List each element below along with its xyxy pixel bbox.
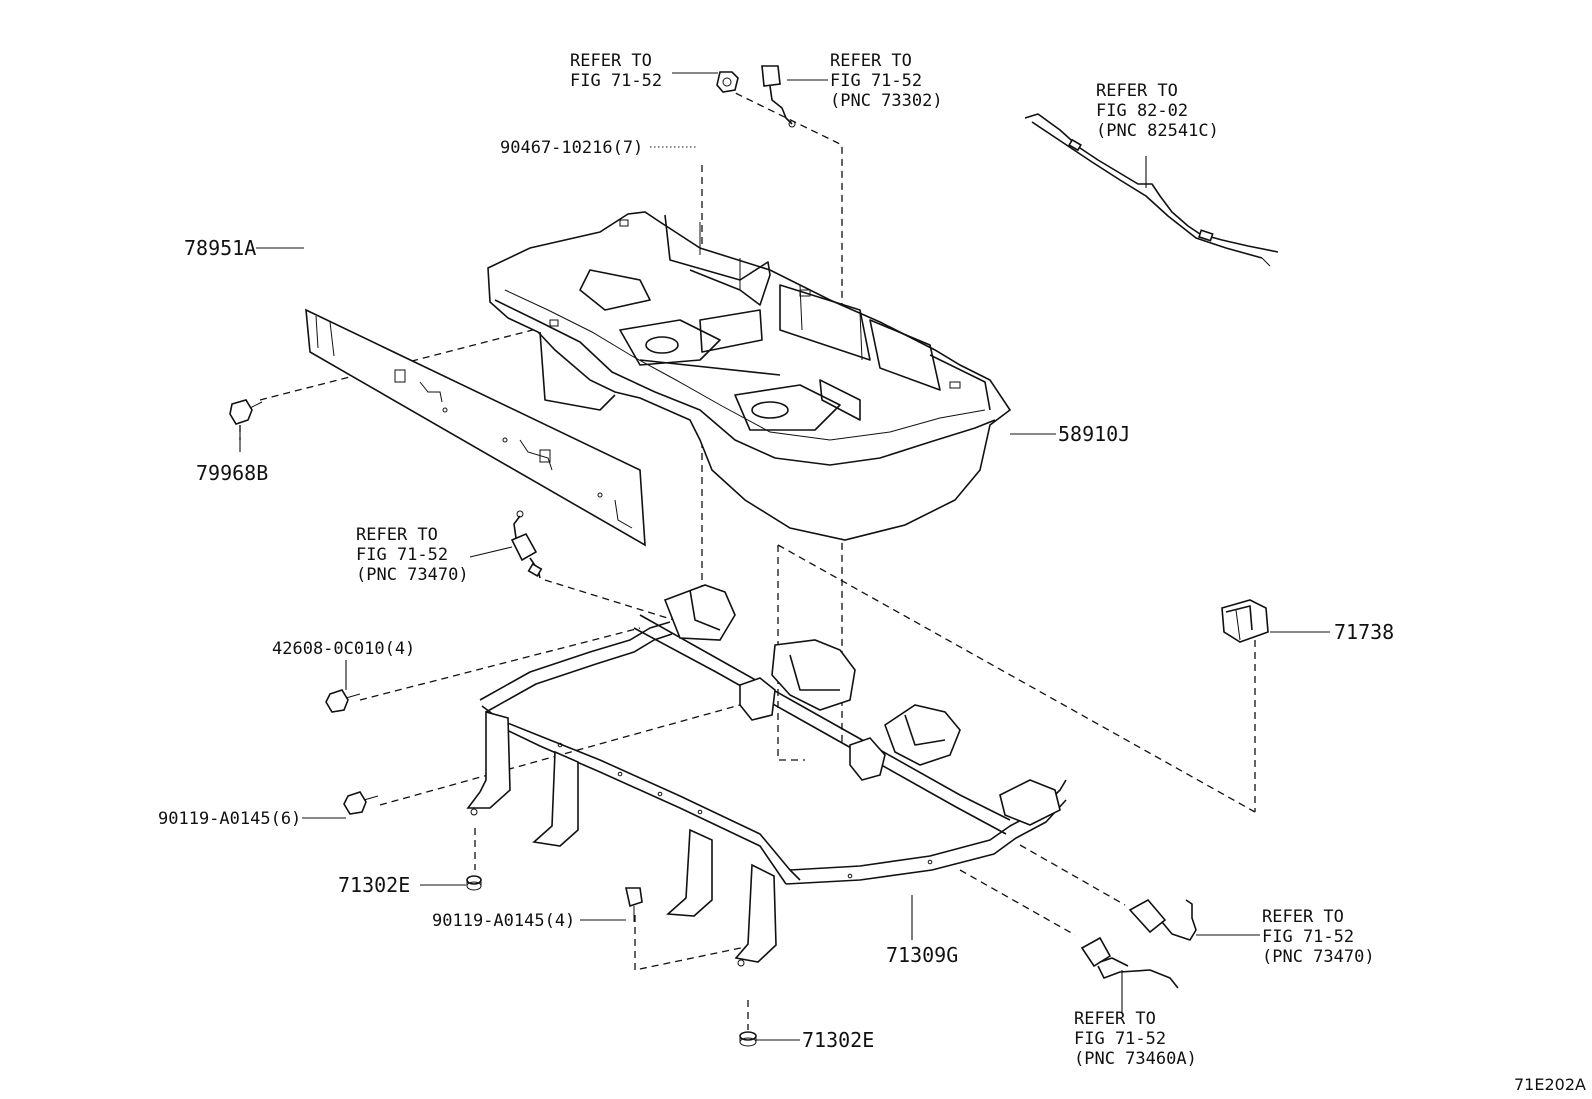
callout-line: FIG 71-52 [1262, 927, 1354, 947]
callout-line: REFER TO [1074, 1009, 1156, 1029]
callout-refer-top-mid: REFER TO FIG 71-52 (PNC 73302) [830, 51, 943, 111]
bolt-90119-4 [625, 887, 643, 922]
sensor-73302 [761, 65, 796, 128]
callout-line: REFER TO [830, 51, 912, 71]
label-78951a: 78951A [184, 236, 256, 260]
label-90467: 90467-10216(7) [500, 138, 643, 158]
callout-refer-top-right: REFER TO FIG 82-02 (PNC 82541C) [1096, 81, 1219, 141]
callout-line: FIG 71-52 [1074, 1029, 1166, 1049]
callout-line: REFER TO [570, 51, 652, 71]
callout-line: REFER TO [356, 525, 438, 545]
callout-line: (PNC 73460A) [1074, 1049, 1197, 1069]
label-90119-6: 90119-A0145(6) [158, 809, 301, 829]
callout-line: FIG 71-52 [570, 71, 662, 91]
tray-58910j [487, 211, 1012, 541]
label-79968b: 79968B [196, 461, 268, 485]
callout-line: REFER TO [1096, 81, 1178, 101]
grommet-71302e-b [739, 1031, 757, 1047]
callout-refer-bot-right-2: REFER TO FIG 71-52 (PNC 73460A) [1074, 1009, 1197, 1069]
label-71302e-b: 71302E [802, 1028, 874, 1052]
label-71309g: 71309G [886, 943, 958, 967]
connector-73470-left [510, 510, 543, 579]
wire-harness-82541c [1024, 113, 1279, 267]
callout-line: FIG 71-52 [830, 71, 922, 91]
cover-78951a [305, 308, 646, 547]
callout-refer-mid-left: REFER TO FIG 71-52 (PNC 73470) [356, 525, 469, 585]
callout-line: (PNC 73470) [356, 565, 469, 585]
callout-line: (PNC 73470) [1262, 947, 1375, 967]
leader-lines [239, 72, 1330, 1041]
cap-71738 [1221, 599, 1269, 643]
label-58910j: 58910J [1058, 422, 1130, 446]
connector-73470-right [1128, 898, 1197, 941]
callout-refer-bot-right-1: REFER TO FIG 71-52 (PNC 73470) [1262, 907, 1375, 967]
callout-line: FIG 71-52 [356, 545, 448, 565]
connector-73460a [1080, 936, 1179, 989]
label-71738: 71738 [1334, 620, 1394, 644]
callout-line: (PNC 73302) [830, 91, 943, 111]
label-90119-4: 90119-A0145(4) [432, 911, 575, 931]
bolt-90119-6 [343, 791, 379, 815]
callout-refer-top-left: REFER TO FIG 71-52 [570, 51, 662, 91]
callout-line: FIG 82-02 [1096, 101, 1188, 121]
bolt-42608 [325, 689, 361, 713]
clip-79968b [229, 399, 263, 425]
callout-line: (PNC 82541C) [1096, 121, 1219, 141]
diagram-id: 71E202A [1514, 1075, 1586, 1094]
clip-part [716, 71, 739, 93]
grommet-71302e-a [466, 875, 482, 891]
label-71302e-a: 71302E [338, 873, 410, 897]
callout-line: REFER TO [1262, 907, 1344, 927]
frame-71309g [466, 584, 1067, 967]
label-42608: 42608-0C010(4) [272, 639, 415, 659]
